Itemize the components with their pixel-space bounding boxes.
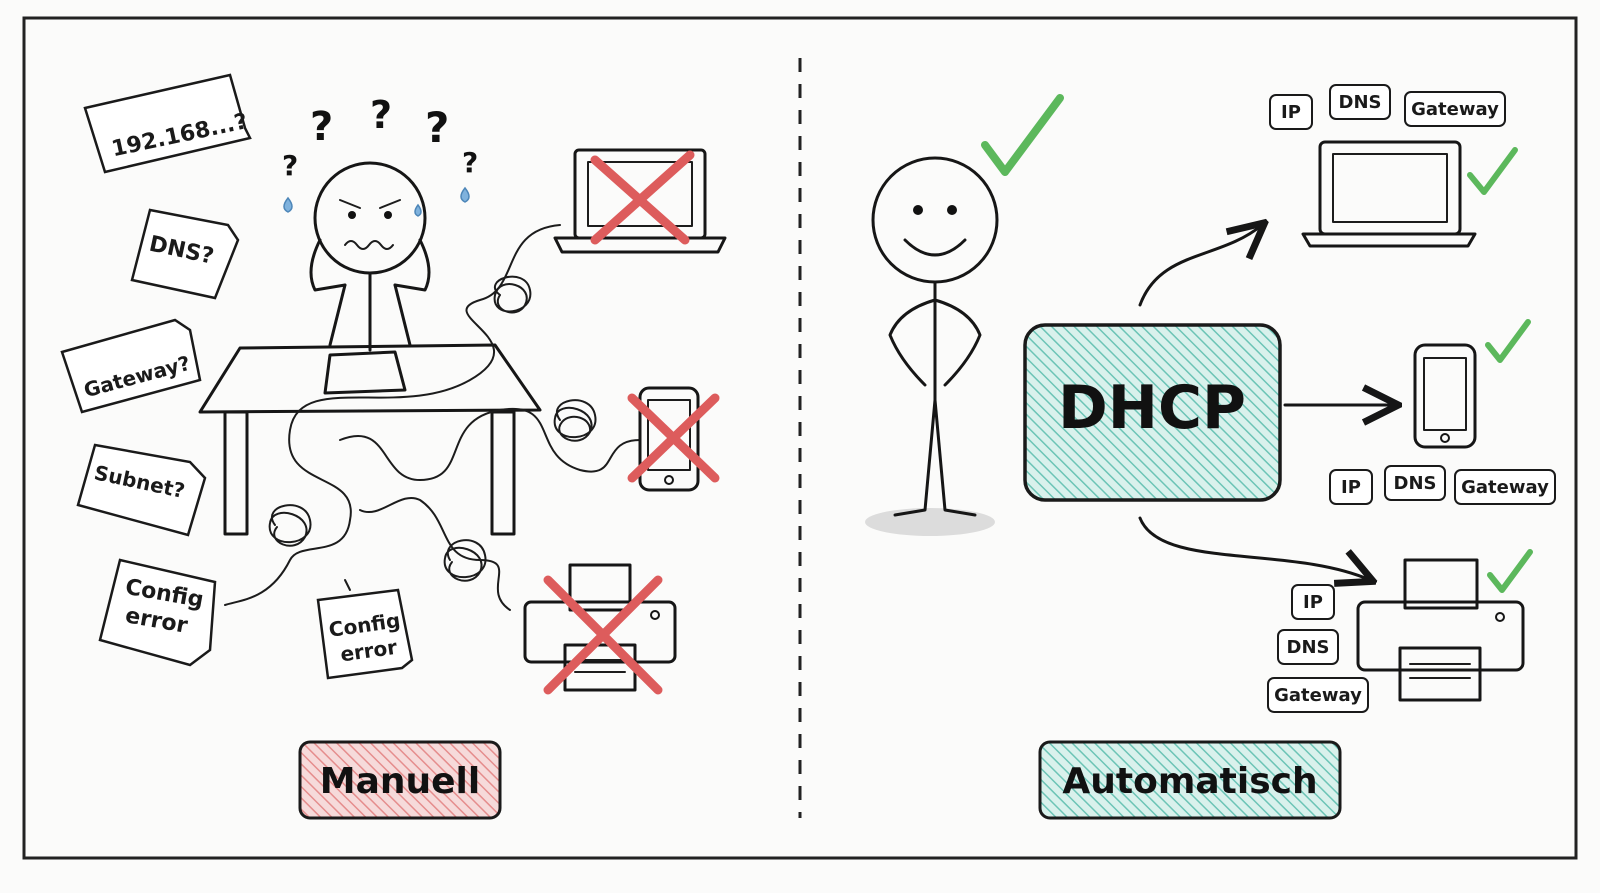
tangled-cables — [224, 224, 641, 611]
sweat-drop-icon — [414, 203, 422, 217]
label-automatic: Automatisch — [1038, 740, 1342, 820]
sweat-drop-icon — [283, 196, 293, 213]
check-icon — [981, 94, 1064, 176]
label-manual: Manuell — [298, 740, 502, 820]
laptop-broken-icon — [553, 148, 727, 254]
svg-text:DNS: DNS — [1287, 637, 1330, 658]
question-marks: ? ? ? ? ? — [282, 93, 478, 182]
phone-config-tags: IP DNS Gateway — [1329, 465, 1556, 505]
dhcp-server: DHCP — [1023, 323, 1282, 502]
svg-text:IP: IP — [1281, 102, 1301, 123]
note-config-error-1: Config error — [98, 558, 217, 667]
svg-text:?: ? — [310, 104, 333, 150]
happy-person — [865, 94, 1064, 536]
phone-broken-icon — [627, 386, 720, 492]
outer-border — [22, 16, 1578, 860]
note-dns: DNS? — [130, 208, 240, 300]
desk — [198, 343, 542, 536]
error-cross-icon — [627, 393, 720, 483]
right-panel: DHCP IP DNS Gateway — [865, 84, 1556, 820]
left-panel: 192.168...? DNS? Gateway? Subnet? Config… — [60, 73, 727, 820]
check-icon — [1485, 319, 1531, 363]
svg-text:Automatisch: Automatisch — [1062, 761, 1317, 802]
svg-text:Gateway: Gateway — [1461, 477, 1549, 498]
printer-ok-icon — [1356, 549, 1533, 702]
check-icon — [1487, 549, 1533, 593]
note-gateway: Gateway? — [60, 318, 202, 414]
laptop-config-tags: IP DNS Gateway — [1269, 84, 1506, 130]
svg-text:IP: IP — [1303, 592, 1323, 613]
phone-ok-icon — [1413, 319, 1531, 449]
sweat-drop-icon — [460, 186, 470, 203]
svg-text:?: ? — [425, 103, 449, 152]
svg-text:Gateway: Gateway — [1411, 99, 1499, 120]
svg-text:?: ? — [370, 93, 392, 137]
arrow-to-laptop — [1138, 225, 1262, 307]
svg-text:?: ? — [462, 146, 478, 179]
printer-broken-icon — [523, 563, 677, 695]
svg-text:DNS: DNS — [1394, 473, 1437, 494]
check-icon — [1467, 147, 1518, 195]
svg-text:?: ? — [282, 149, 298, 182]
error-cross-icon — [543, 575, 663, 695]
svg-text:Gateway: Gateway — [1274, 685, 1362, 706]
note-config-error-2: Config error — [316, 588, 414, 680]
svg-text:IP: IP — [1341, 477, 1361, 498]
printer-config-tags: IP DNS Gateway — [1267, 584, 1369, 713]
error-cross-icon — [590, 150, 695, 245]
note-ip: 192.168...? — [83, 73, 252, 174]
note-subnet: Subnet? — [76, 443, 207, 537]
svg-text:DHCP: DHCP — [1058, 373, 1246, 443]
stressed-person — [283, 161, 470, 352]
svg-text:Manuell: Manuell — [320, 761, 480, 802]
svg-text:DNS: DNS — [1339, 92, 1382, 113]
laptop-ok-icon — [1301, 140, 1518, 248]
arrow-to-printer — [1138, 516, 1370, 580]
